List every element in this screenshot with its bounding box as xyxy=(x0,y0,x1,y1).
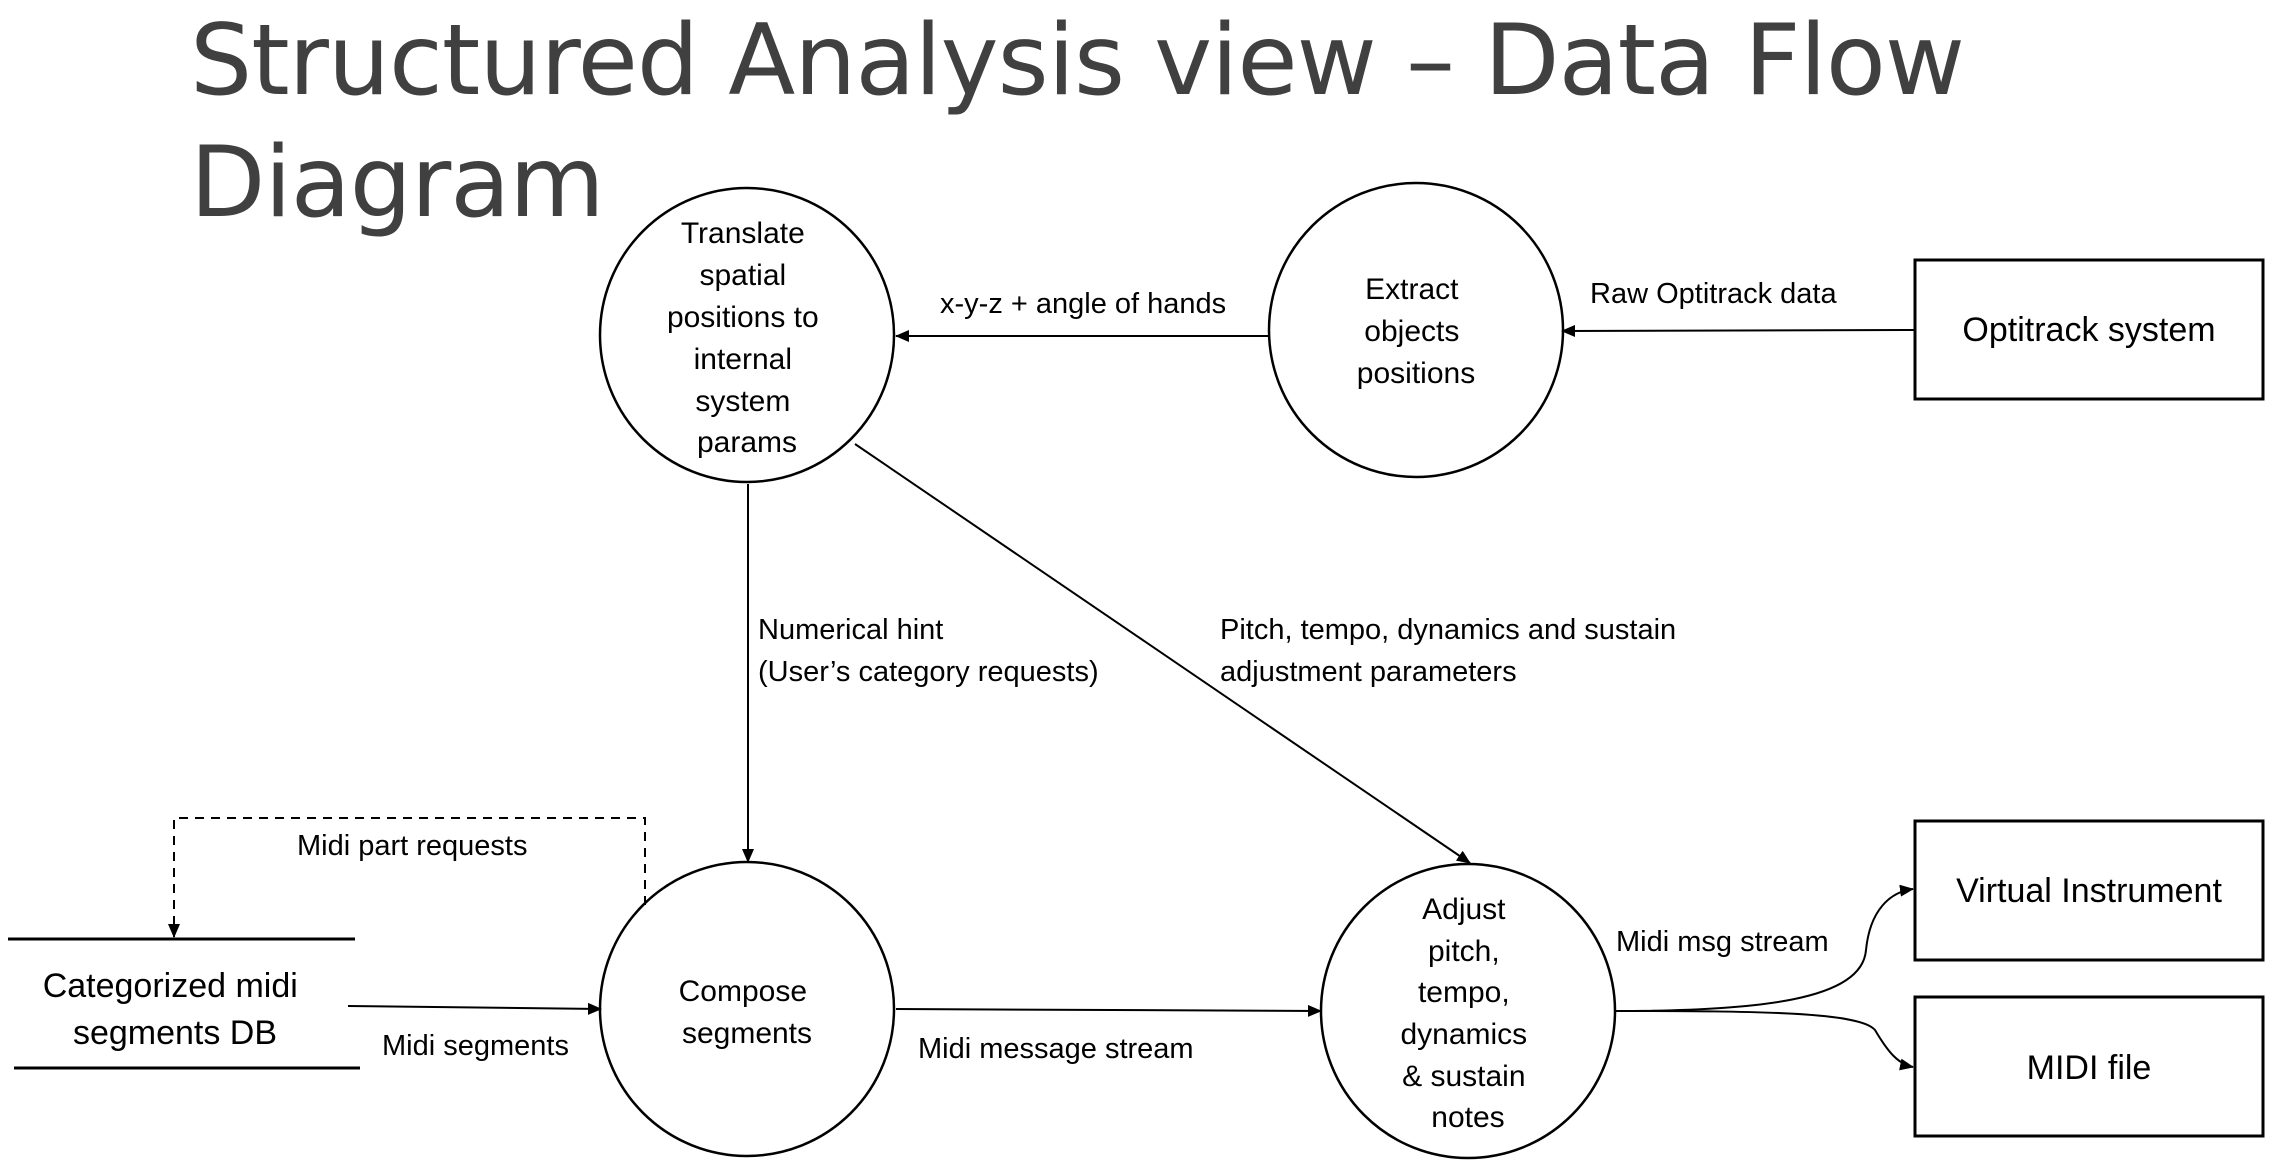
process-translate-line: system xyxy=(695,385,790,418)
entity-midi-file-box[interactable] xyxy=(1913,995,2265,1138)
process-adjust-line: tempo, xyxy=(1418,976,1510,1009)
process-extract-line: Extract xyxy=(1365,273,1459,306)
process-translate-label: Translate spatial positions to internal … xyxy=(667,217,827,459)
flow-pitch-params-line: adjustment parameters xyxy=(1220,656,1517,688)
process-translate-line: internal xyxy=(694,343,792,376)
process-adjust-line: pitch, xyxy=(1428,935,1500,968)
process-extract-label: Extract objects positions xyxy=(1357,273,1475,390)
flow-midi-msg-stream-label: Midi msg stream xyxy=(1616,926,1829,958)
datastore-label: Categorized midi segments DB xyxy=(43,967,308,1052)
process-adjust-line: dynamics xyxy=(1400,1018,1527,1051)
flow-midi-segments-label: Midi segments xyxy=(382,1030,569,1062)
entity-virtual-instrument-label: Virtual Instrument xyxy=(1956,872,2222,910)
datastore-label-line: Categorized midi xyxy=(43,967,298,1005)
process-translate-line: positions to xyxy=(667,301,819,334)
flow-pitch-params-line: Pitch, tempo, dynamics and sustain xyxy=(1220,614,1676,646)
flow-numerical-hint-line: (User’s category requests) xyxy=(758,656,1099,688)
entity-optitrack-label: Optitrack system xyxy=(1962,311,2215,349)
flow-pitch-params-label: Pitch, tempo, dynamics and sustain adjus… xyxy=(1220,614,1684,688)
process-adjust-line: & sustain xyxy=(1402,1060,1525,1093)
process-translate-line: spatial xyxy=(699,259,786,292)
flow-midi-segments-arrow xyxy=(347,1002,602,1015)
slide-title: Structured Analysis view – Data Flow Dia… xyxy=(190,4,1965,240)
process-extract-line: objects xyxy=(1364,315,1459,348)
entity-virtual-instrument-box[interactable] xyxy=(1913,819,2265,962)
flow-midi-msg-stream-file-arrow xyxy=(1614,1010,1914,1071)
flow-xyz-label: x-y-z + angle of hands xyxy=(940,288,1226,320)
process-compose-line: Compose xyxy=(679,975,807,1008)
flow-pitch-params-arrow xyxy=(854,443,1471,864)
flow-numerical-hint-line: Numerical hint xyxy=(758,614,943,646)
entity-midi-file-label: MIDI file xyxy=(2027,1049,2152,1087)
flow-raw-data-arrow xyxy=(1561,324,1916,337)
datastore-label-line: segments DB xyxy=(73,1014,277,1052)
process-translate-line: params xyxy=(697,426,797,459)
flow-midi-part-requests-label: Midi part requests xyxy=(297,830,528,862)
process-compose-circle[interactable] xyxy=(598,860,896,1158)
entity-optitrack-box[interactable] xyxy=(1913,258,2265,401)
process-translate-circle[interactable] xyxy=(598,186,896,484)
flow-midi-msg-stream-vi-arrow xyxy=(1614,884,1914,1012)
process-adjust-line: notes xyxy=(1431,1101,1504,1134)
process-adjust-line: Adjust xyxy=(1422,893,1506,926)
flow-midi-part-requests-arrow xyxy=(168,817,646,938)
process-adjust-label: Adjust pitch, tempo, dynamics & sustain … xyxy=(1400,893,1535,1134)
process-translate-line: Translate xyxy=(681,217,805,250)
flow-numerical-hint-label: Numerical hint (User’s category requests… xyxy=(758,614,1099,688)
process-compose-line: segments xyxy=(682,1017,812,1050)
flow-raw-data-label: Raw Optitrack data xyxy=(1590,278,1837,310)
process-compose-label: Compose segments xyxy=(679,975,816,1050)
flow-midi-message-stream-arrow xyxy=(895,1004,1322,1017)
process-extract-line: positions xyxy=(1357,357,1475,390)
flow-midi-message-stream-label: Midi message stream xyxy=(918,1033,1194,1065)
